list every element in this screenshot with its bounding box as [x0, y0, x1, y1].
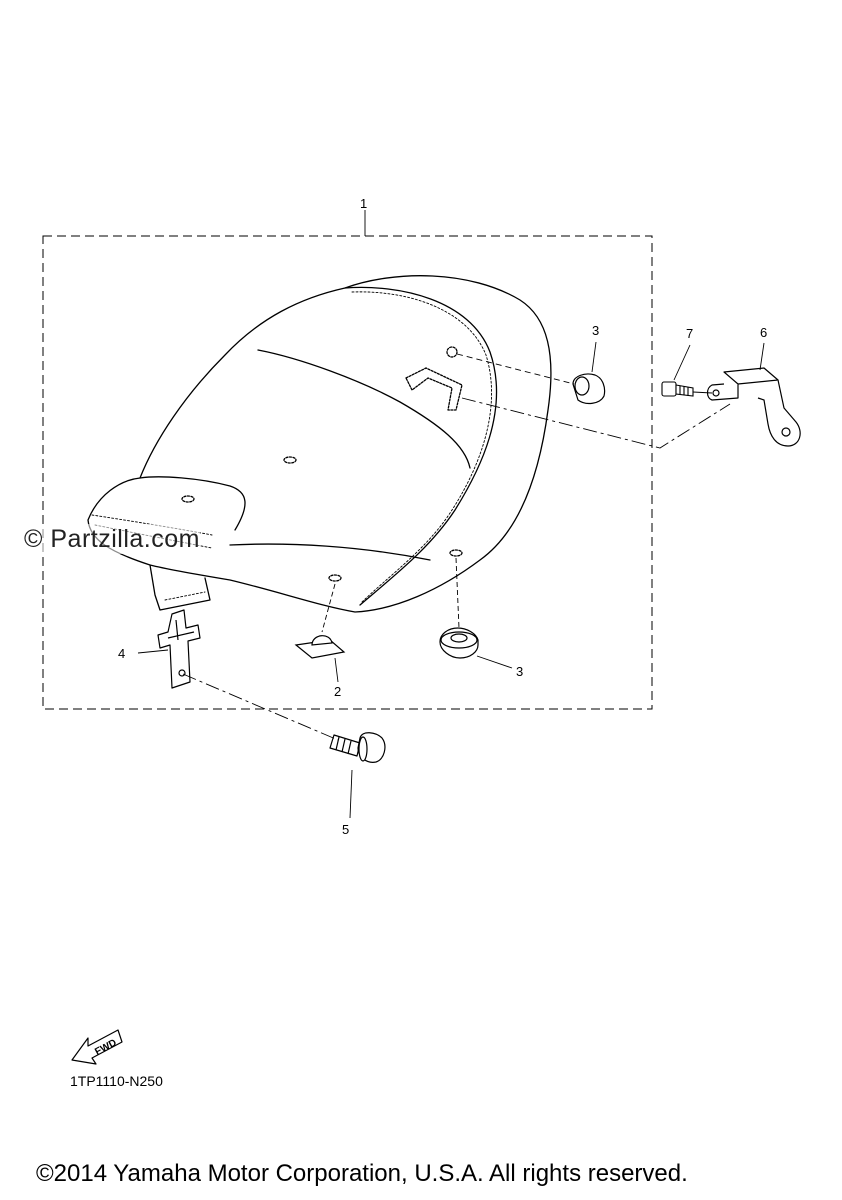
- assembly-boundary: [42, 235, 653, 710]
- callout-3-upper: 3: [592, 323, 599, 338]
- callout-7: 7: [686, 326, 693, 341]
- bolt-small: [661, 381, 694, 397]
- partzilla-watermark: © Partzilla.com: [24, 524, 200, 554]
- callout-3-lower: 3: [516, 664, 523, 679]
- damper-upper: [572, 373, 606, 405]
- clip-nut: [294, 635, 346, 659]
- bracket: [706, 367, 801, 447]
- leader-lines: [137, 210, 765, 819]
- diagram-code: 1TP1110-N250: [70, 1073, 163, 1089]
- seat-plate: [157, 609, 201, 689]
- bolt-large: [329, 732, 386, 763]
- copyright-notice: ©2014 Yamaha Motor Corporation, U.S.A. A…: [36, 1160, 688, 1187]
- callout-2: 2: [334, 684, 341, 699]
- callout-1: 1: [360, 196, 367, 211]
- callout-5: 5: [342, 822, 349, 837]
- seat-assembly: [87, 275, 552, 613]
- callout-6: 6: [760, 325, 767, 340]
- damper-lower: [439, 627, 479, 659]
- callout-4: 4: [118, 646, 125, 661]
- fwd-arrow-icon: FWD: [71, 1029, 123, 1065]
